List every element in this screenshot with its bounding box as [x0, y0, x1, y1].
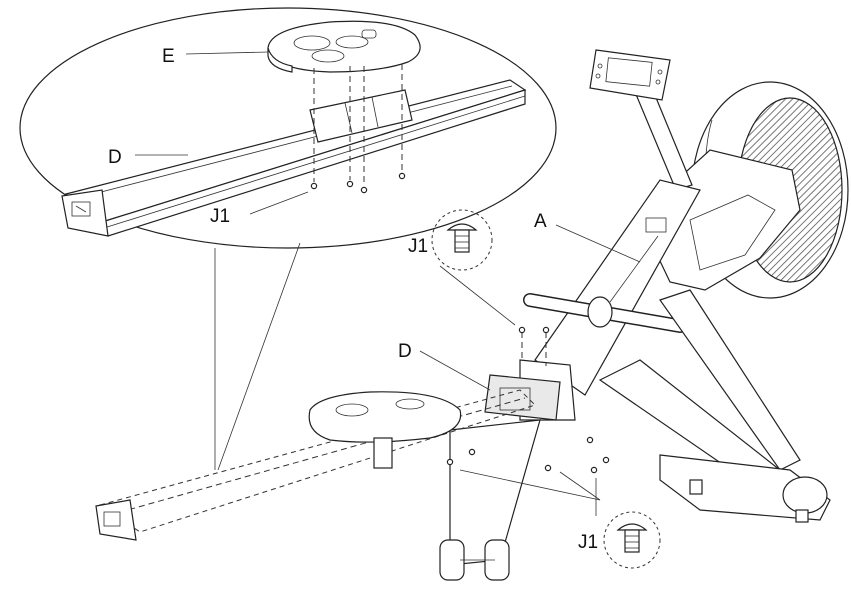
bolt-magnifier-top: J1: [408, 209, 516, 326]
detail-ellipse: [19, 7, 557, 249]
seat-leader: [185, 51, 269, 55]
detail-seat: [267, 20, 421, 73]
label-bolts-J1-top: J1: [408, 236, 428, 257]
label-seat-E: E: [162, 46, 175, 67]
main-bolts: [446, 326, 610, 501]
label-bolts-J1-bottom: J1: [578, 532, 598, 553]
detail-rail: [61, 79, 527, 237]
handle-grip: [587, 296, 613, 328]
rail-assembly: [95, 389, 536, 541]
rail-end-cap: [95, 499, 137, 541]
detail-leader-right: [217, 242, 301, 471]
rowing-machine-frame: [439, 49, 849, 581]
label-rail-D-detail: D: [108, 147, 122, 168]
bolt-leader-top: [439, 265, 516, 326]
rail-leader-main: [419, 350, 491, 391]
seat: [308, 391, 462, 443]
detail-bolts: [310, 64, 406, 194]
detail-callout: E D J1: [19, 7, 557, 471]
label-frame-A: A: [534, 211, 547, 232]
monitor: [589, 49, 671, 101]
monitor-arm: [634, 87, 693, 191]
bolt-magnifier-bottom: J1: [578, 478, 661, 569]
label-rail-D-main: D: [398, 341, 412, 362]
label-bolts-J1-detail: J1: [210, 206, 230, 227]
inclined-beam: [534, 179, 701, 396]
frame-leader: [555, 224, 641, 263]
bolts-leader-detail: [249, 191, 309, 215]
